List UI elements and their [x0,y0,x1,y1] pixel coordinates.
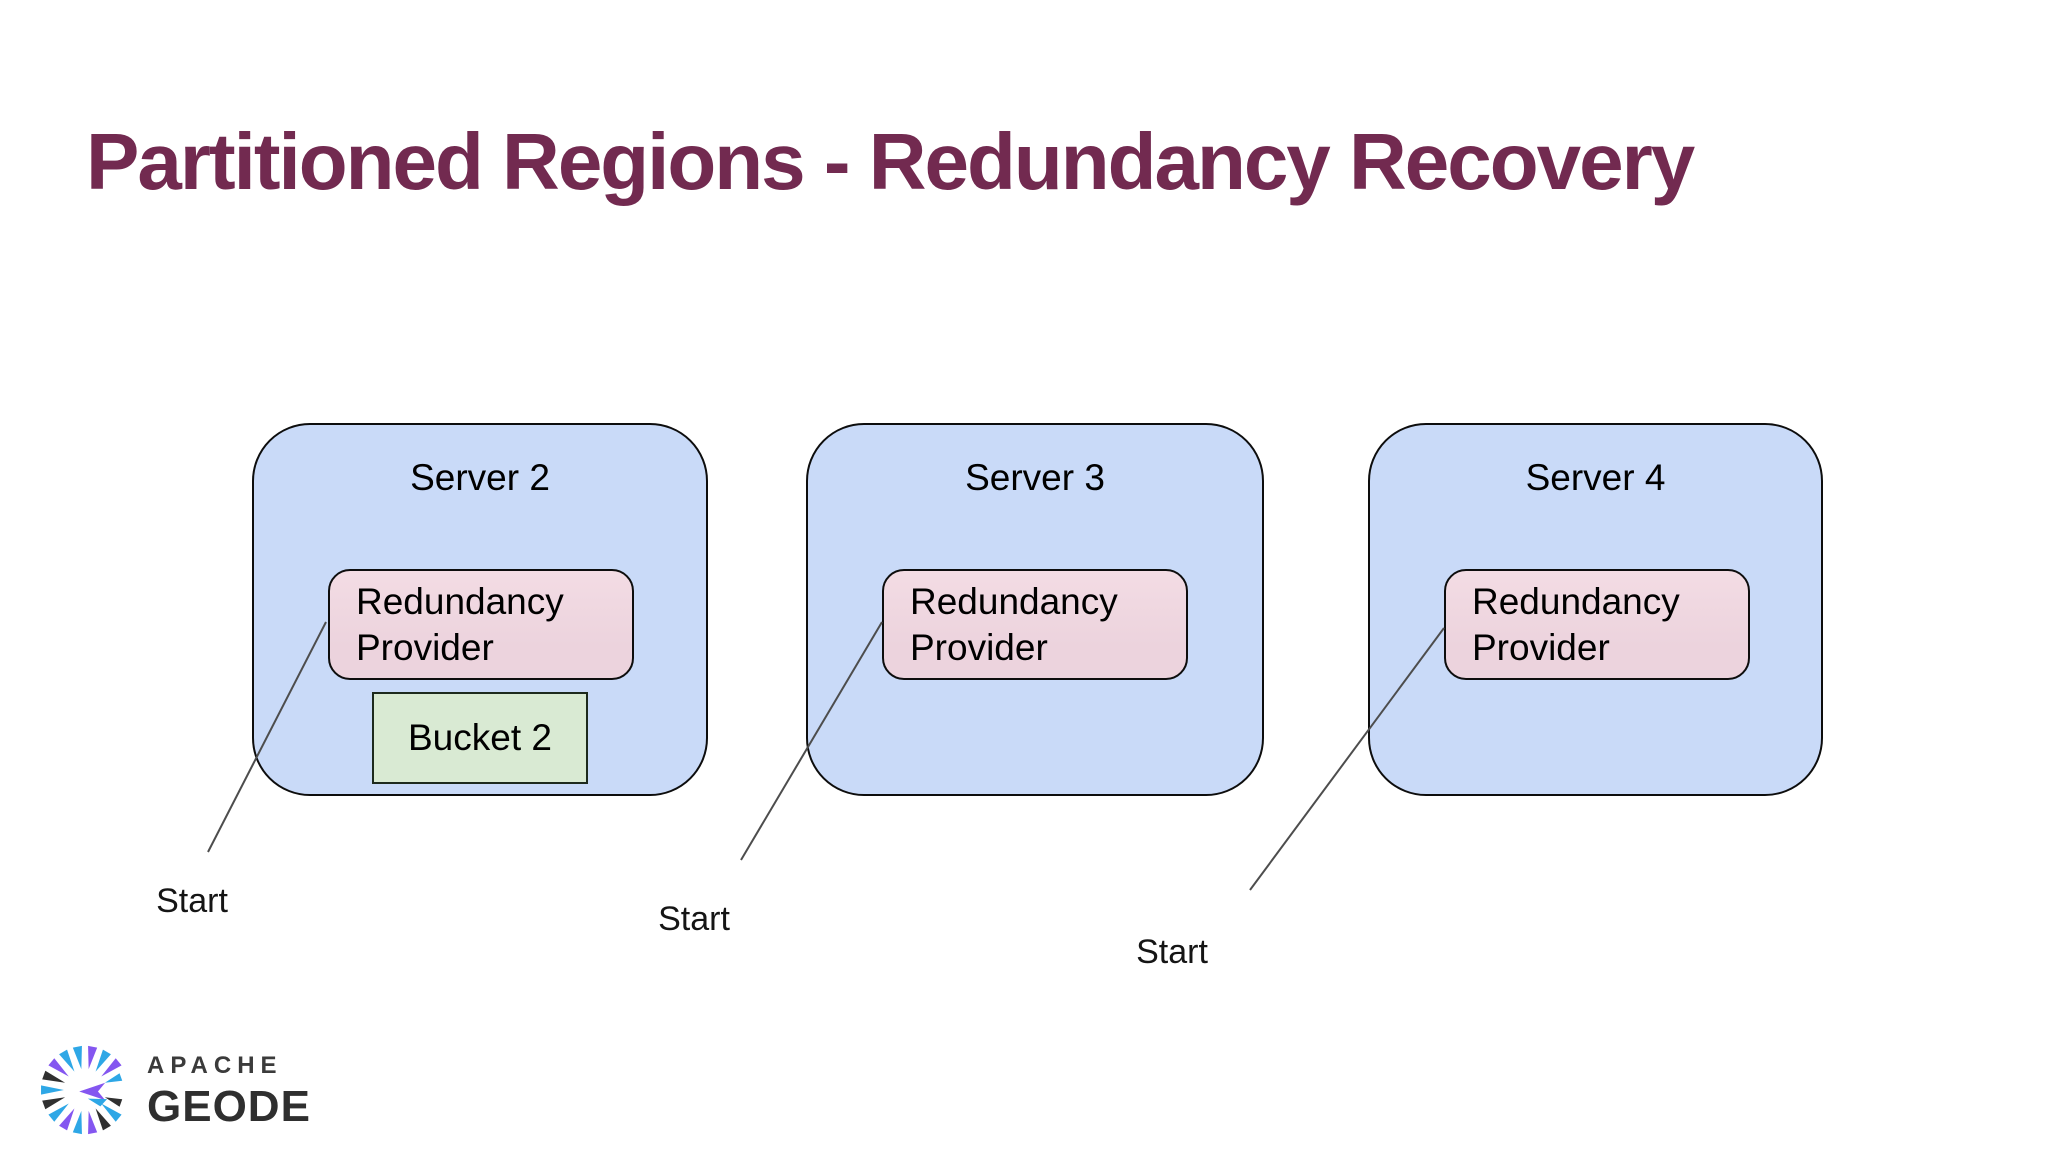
start-label-3: Start [1136,933,1208,971]
server-4-box: Server 4 Redundancy Provider [1368,423,1823,796]
apache-geode-logo: APACHE GEODE [37,1042,311,1138]
page-title: Partitioned Regions - Redundancy Recover… [86,116,1695,206]
logo-geode-text: GEODE [147,1082,311,1131]
redundancy-provider-label: Redundancy Provider [910,581,1118,668]
server-4-redundancy-provider-box: Redundancy Provider [1444,569,1750,680]
bucket-2-label: Bucket 2 [408,717,552,758]
redundancy-provider-label: Redundancy Provider [1472,581,1680,668]
server-2-box: Server 2 Redundancy Provider Bucket 2 [252,423,708,796]
server-4-title: Server 4 [1525,457,1666,498]
server-2-title: Server 2 [410,457,550,498]
server-3-title: Server 3 [965,457,1105,498]
server-3-box: Server 3 Redundancy Provider [806,423,1264,796]
logo-apache-text: APACHE [147,1052,283,1079]
redundancy-provider-label: Redundancy Provider [356,581,564,668]
server-2-redundancy-provider-box: Redundancy Provider [328,569,634,680]
server-3-redundancy-provider-box: Redundancy Provider [882,569,1188,680]
bucket-2-box: Bucket 2 [372,692,588,784]
start-label-1: Start [156,882,228,920]
geode-starburst-icon [41,1045,123,1135]
start-label-2: Start [658,900,730,938]
logo-wordmark: APACHE GEODE [147,1052,311,1132]
